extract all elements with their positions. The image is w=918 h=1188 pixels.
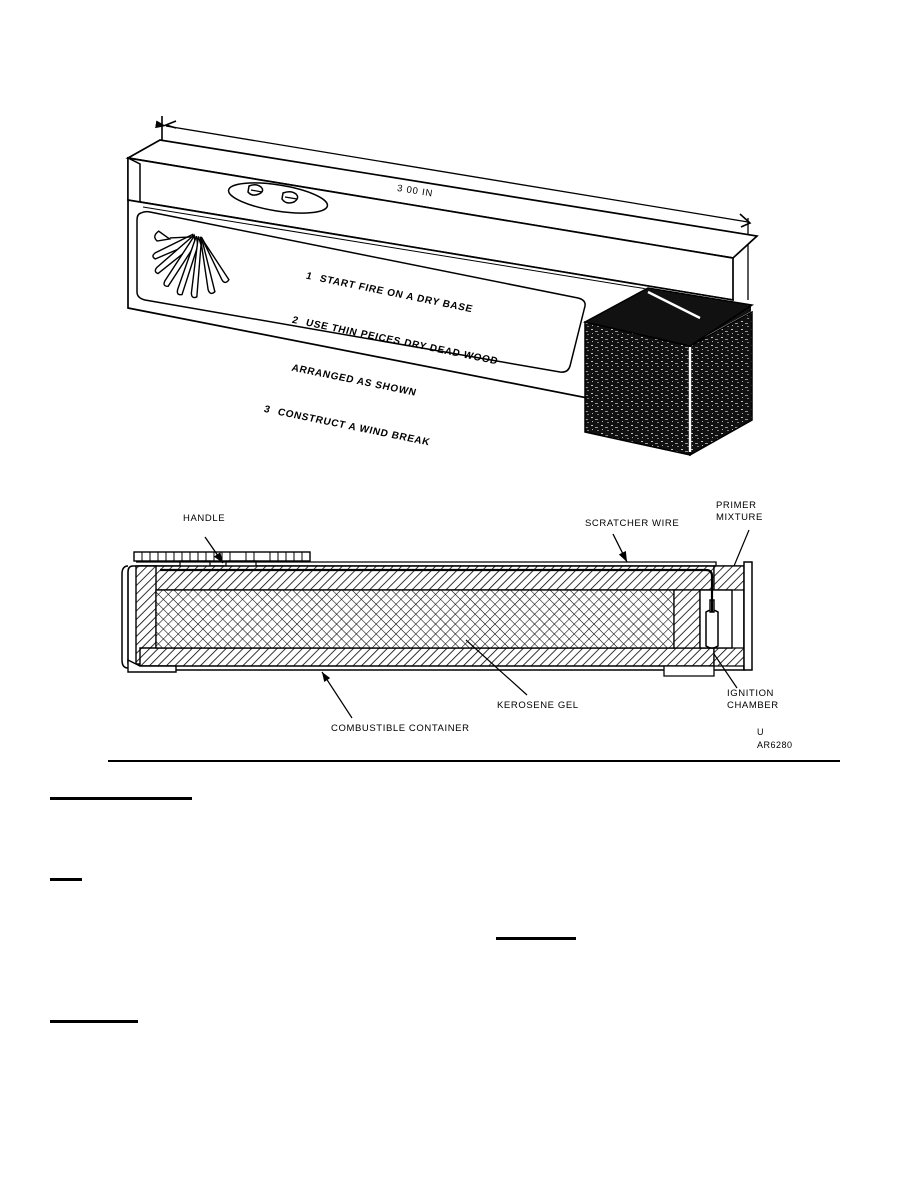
isometric-fire-starter xyxy=(125,116,759,457)
callout-handle: HANDLE xyxy=(183,513,226,524)
technical-figure-svg xyxy=(121,116,759,719)
callout-combustible-container: COMBUSTIBLE CONTAINER xyxy=(331,723,470,734)
horizontal-divider xyxy=(108,760,840,762)
instruction-text-2b: ARRANGED AS SHOWN xyxy=(290,362,419,399)
callout-primer-mixture: PRIMER MIXTURE xyxy=(716,500,763,523)
callout-ignition-chamber: IGNITION CHAMBER xyxy=(727,688,779,711)
rule-3 xyxy=(496,937,576,940)
cross-section-fire-starter xyxy=(121,529,753,719)
dark-end-block xyxy=(582,286,755,457)
callout-kerosene-gel: KEROSENE GEL xyxy=(497,700,579,711)
rule-1 xyxy=(50,797,192,800)
instruction-number-2b xyxy=(277,367,291,370)
handle-strip xyxy=(133,551,311,568)
scratcher-wire-path xyxy=(160,568,714,612)
rule-2 xyxy=(50,878,82,881)
figure-code: U AR6280 xyxy=(757,727,793,751)
fanned-sticks-icon xyxy=(152,230,230,299)
callout-scratcher-wire: SCRATCHER WIRE xyxy=(585,518,680,529)
rule-4 xyxy=(50,1020,138,1023)
